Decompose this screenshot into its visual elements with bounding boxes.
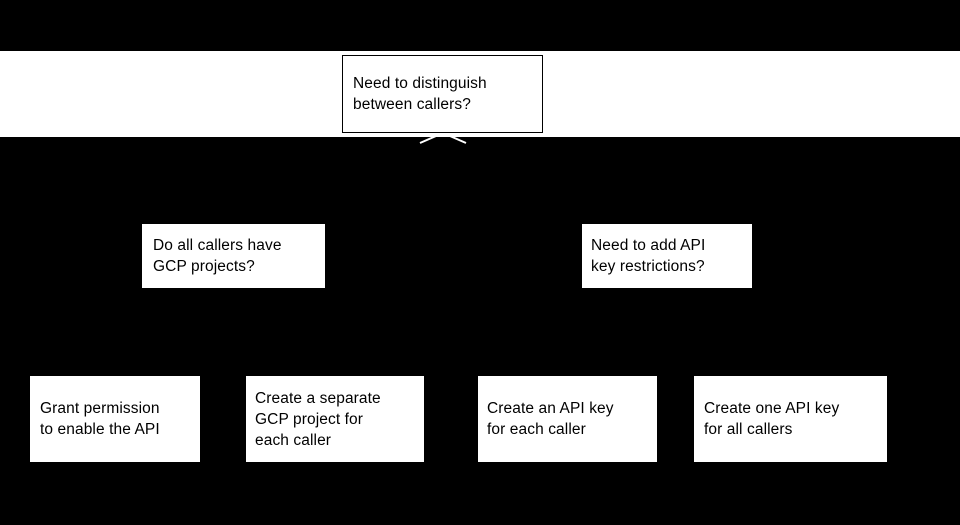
node-key-all-callers-label: Create one API key for all callers [704, 400, 840, 438]
node-root-label: Need to distinguish between callers? [353, 75, 487, 113]
node-grant-permission-to-enable-api[interactable]: Grant permission to enable the API [30, 376, 200, 462]
node-do-all-callers-have-gcp-projects[interactable]: Do all callers have GCP projects? [142, 224, 325, 288]
node-need-to-distinguish-callers[interactable]: Need to distinguish between callers? [342, 55, 543, 133]
node-key-each-caller-label: Create an API key for each caller [487, 400, 614, 438]
node-key-restrictions-label: Need to add API key restrictions? [591, 237, 706, 275]
node-need-to-add-api-key-restrictions[interactable]: Need to add API key restrictions? [582, 224, 752, 288]
root-arrowhead-icon [419, 131, 467, 144]
node-grant-permission-label: Grant permission to enable the API [40, 400, 160, 438]
node-gcp-projects-label: Do all callers have GCP projects? [153, 237, 282, 275]
node-separate-project-label: Create a separate GCP project for each c… [255, 389, 381, 449]
node-create-api-key-for-each-caller[interactable]: Create an API key for each caller [478, 376, 657, 462]
node-create-separate-gcp-project[interactable]: Create a separate GCP project for each c… [246, 376, 424, 462]
node-create-one-api-key-for-all-callers[interactable]: Create one API key for all callers [694, 376, 887, 462]
